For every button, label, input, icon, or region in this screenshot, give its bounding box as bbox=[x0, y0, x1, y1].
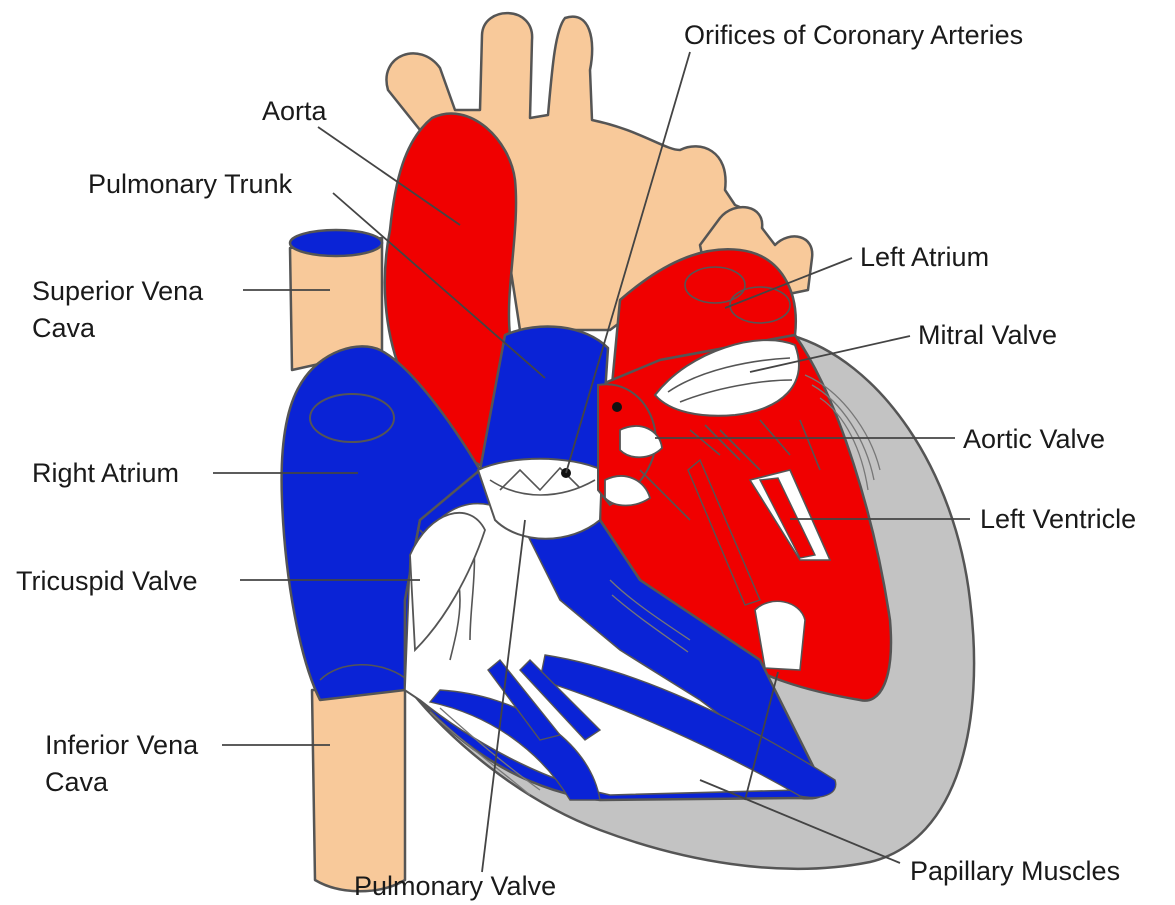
label-mitral-valve: Mitral Valve bbox=[918, 320, 1057, 350]
label-svc-line2: Cava bbox=[32, 313, 96, 343]
label-aorta: Aorta bbox=[262, 96, 328, 126]
label-svc-line1: Superior Vena bbox=[32, 276, 204, 306]
label-right-atrium: Right Atrium bbox=[32, 458, 179, 488]
coronary-orifice-1 bbox=[612, 402, 622, 412]
label-aortic-valve: Aortic Valve bbox=[963, 424, 1105, 454]
label-left-ventricle: Left Ventricle bbox=[980, 504, 1136, 534]
label-pulmonary-valve: Pulmonary Valve bbox=[354, 871, 556, 901]
label-papillary-muscles: Papillary Muscles bbox=[910, 856, 1120, 886]
svc-opening bbox=[290, 230, 382, 256]
label-left-atrium: Left Atrium bbox=[860, 242, 989, 272]
label-pulmonary-trunk: Pulmonary Trunk bbox=[88, 169, 293, 199]
label-tricuspid-valve: Tricuspid Valve bbox=[16, 566, 198, 596]
label-ivc-line2: Cava bbox=[45, 767, 109, 797]
inferior-vena-cava-vessel bbox=[312, 690, 405, 891]
label-orifices: Orifices of Coronary Arteries bbox=[684, 20, 1023, 50]
label-ivc-line1: Inferior Vena bbox=[45, 730, 199, 760]
